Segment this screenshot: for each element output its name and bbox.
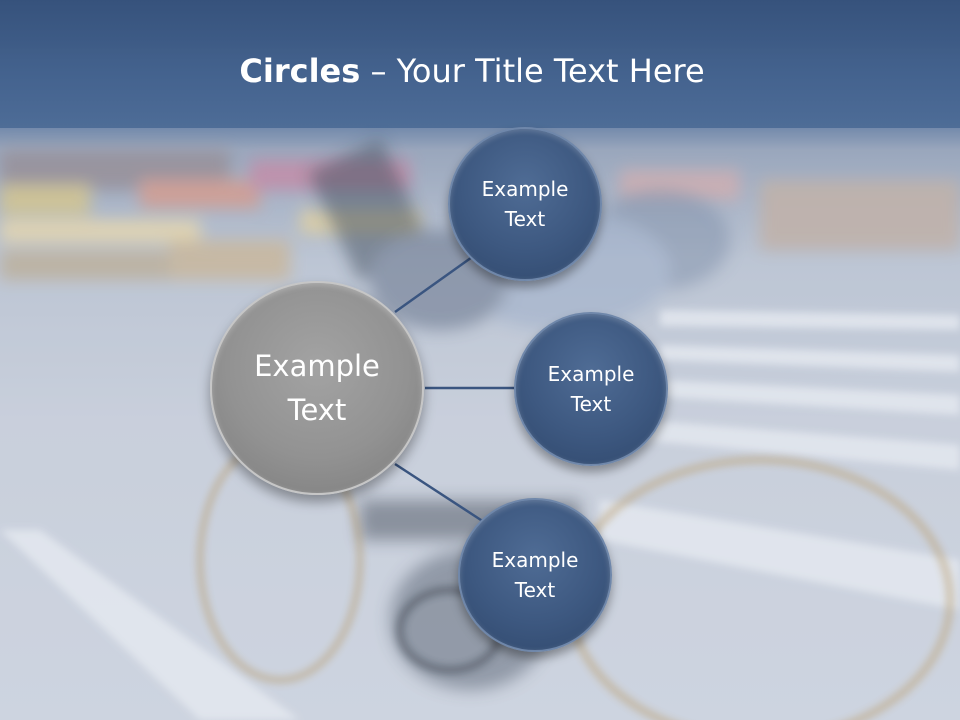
node-circle-middle: Example Text [514, 312, 668, 466]
center-circle: Example Text [210, 281, 424, 495]
node-bottom-text: Example Text [491, 548, 579, 602]
node-circle-bottom: Example Text [458, 498, 612, 652]
slide-title: Circles – Your Title Text Here [0, 52, 944, 90]
title-bold: Circles [239, 52, 361, 90]
title-rest: – Your Title Text Here [360, 52, 705, 90]
node-middle-text: Example Text [547, 362, 635, 416]
connector-bottom [394, 462, 485, 524]
node-top-text: Example Text [481, 177, 569, 231]
node-circle-top: Example Text [448, 127, 602, 281]
title-band-overlay [0, 0, 960, 128]
connector-top [394, 253, 476, 314]
center-circle-text: Example Text [254, 349, 380, 427]
